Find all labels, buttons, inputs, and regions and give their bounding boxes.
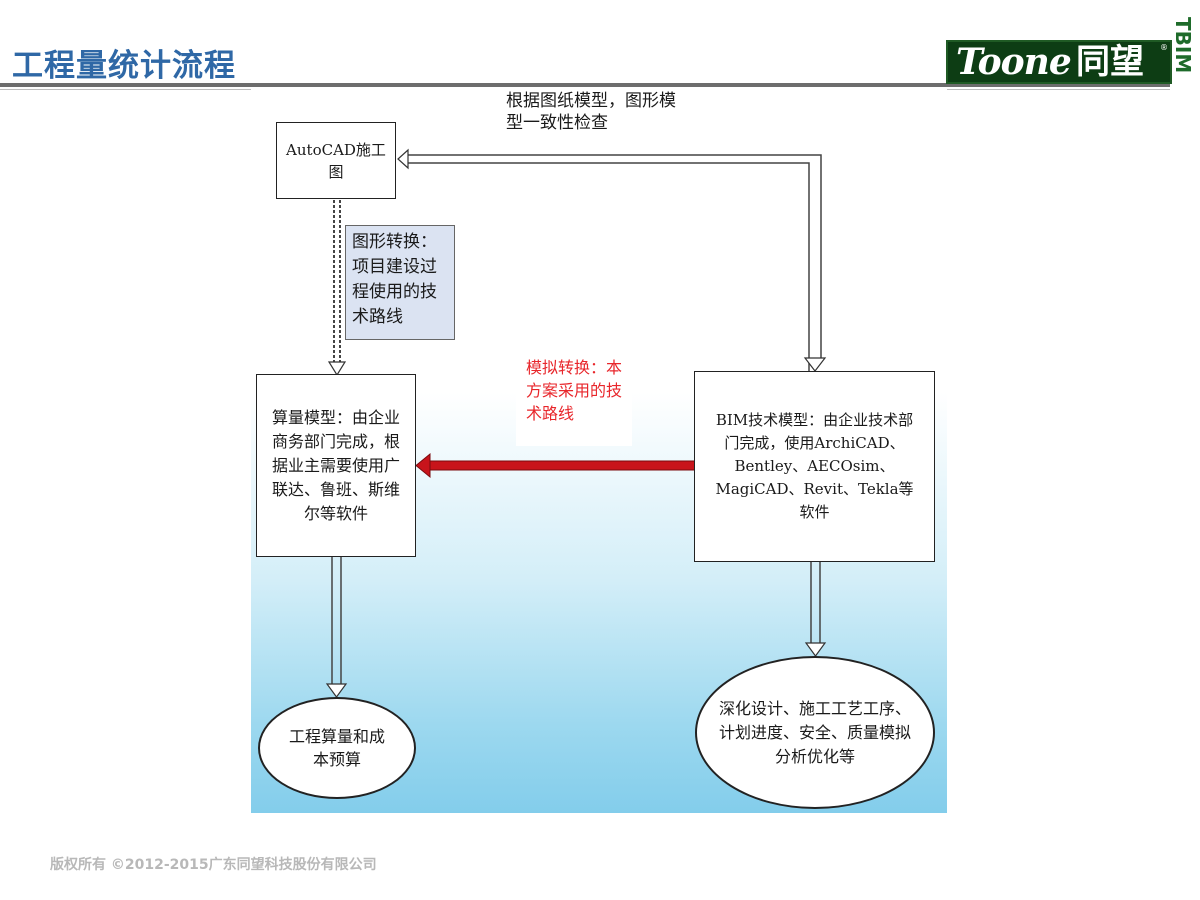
logo-cn: 同望 [1076,42,1144,82]
toone-logo: Toone 同望 ® [946,40,1172,84]
consistency-check-note: 根据图纸模型，图形模型一致性检查 [506,91,676,133]
bim-to-design-arrow [804,562,827,658]
tbim-vertical-label: TBIM [1171,16,1195,74]
logo-registered-mark: ® [1160,43,1168,52]
page-title: 工程量统计流程 [12,48,236,84]
copyright-footer: 版权所有 ©2012-2015广东同望科技股份有限公司 [50,857,377,873]
cost-estimate-ellipse: 工程算量和成本预算 [258,697,416,799]
graphic-conversion-note: 图形转换：项目建设过程使用的技术路线 [345,225,455,340]
autocad-drawing-box: AutoCAD施工图 [276,122,396,199]
quantity-to-cost-arrow [325,557,348,699]
graphic-conversion-arrow [327,200,347,377]
design-optimization-ellipse: 深化设计、施工工艺工序、计划进度、安全、质量模拟分析优化等 [695,656,935,809]
simulation-conversion-arrow [415,452,696,479]
header-divider [0,83,1170,87]
quantity-model-box: 算量模型：由企业商务部门完成，根据业主需要使用广联达、鲁班、斯维尔等软件 [256,374,416,557]
simulation-conversion-note: 模拟转换：本方案采用的技术路线 [516,354,632,446]
consistency-check-arrow [397,148,827,372]
bim-model-box: BIM技术模型：由企业技术部门完成，使用ArchiCAD、Bentley、AEC… [694,371,935,562]
logo-text: Toone [956,41,1072,83]
